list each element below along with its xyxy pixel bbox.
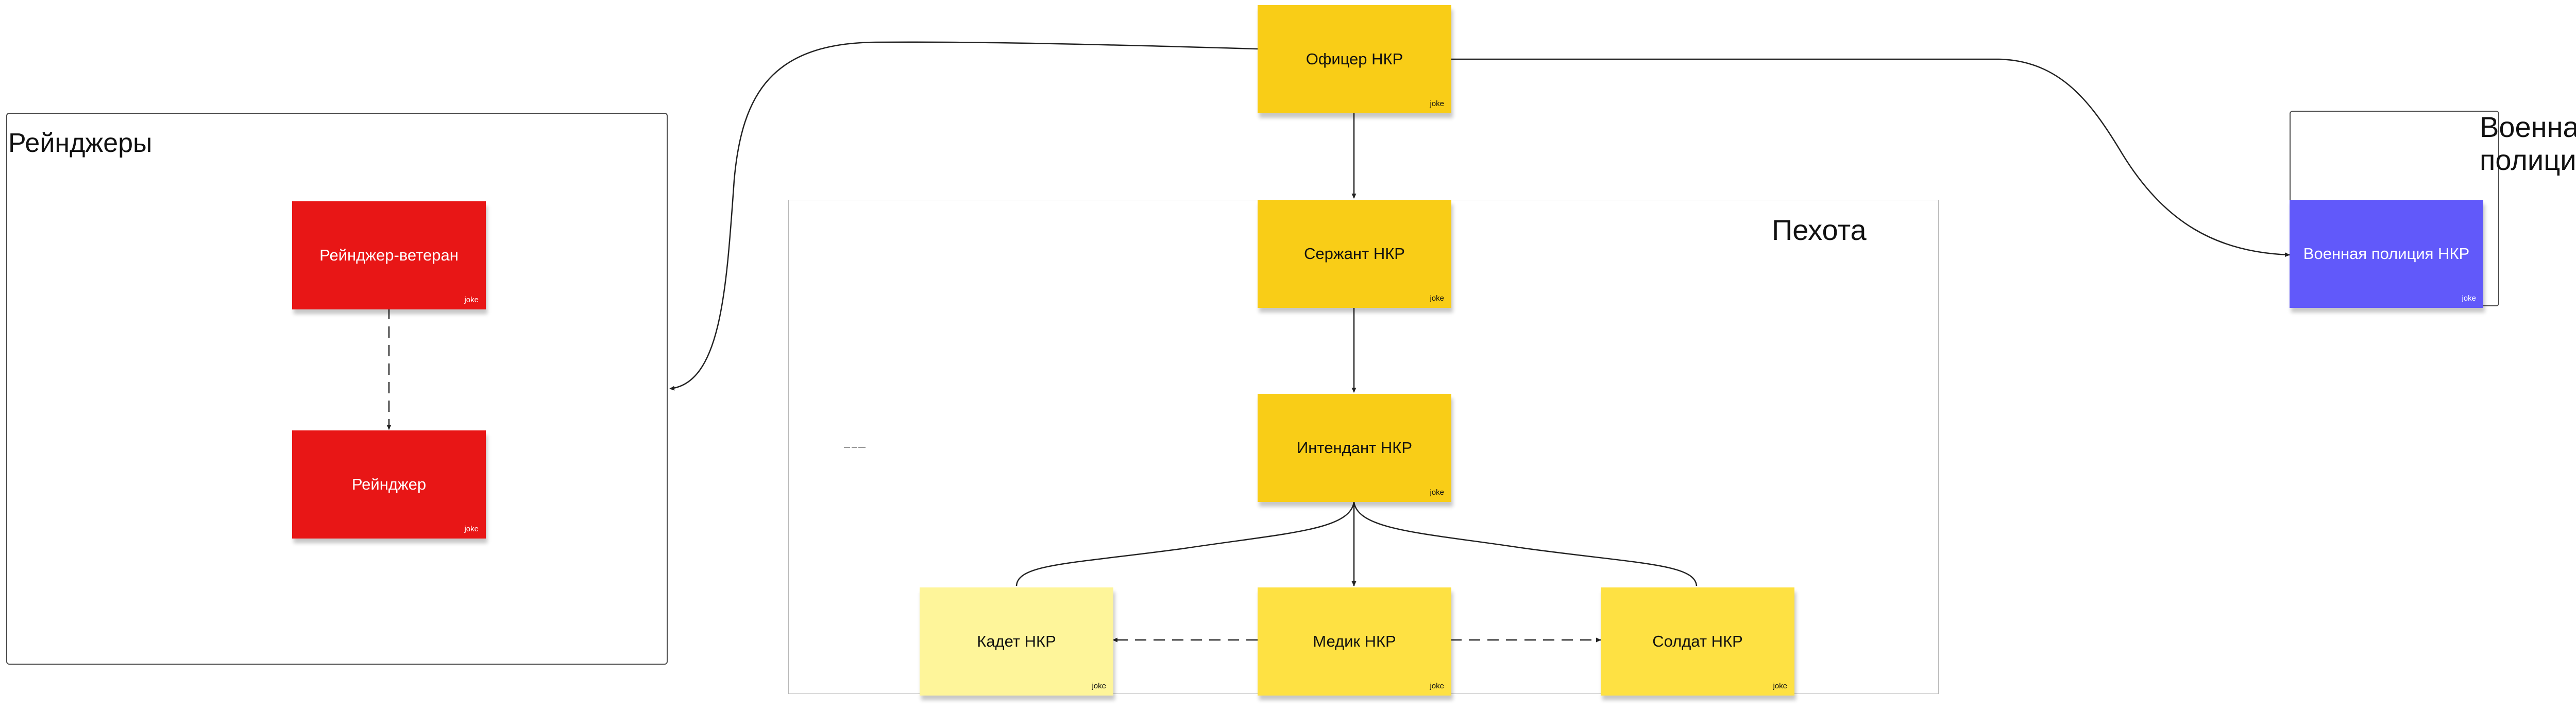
sticky-label: Сержант НКР xyxy=(1304,245,1405,263)
sticky-author: joke xyxy=(464,296,479,304)
sticky-medic[interactable]: Медик НКР joke xyxy=(1258,587,1451,696)
sticky-veteran-ranger[interactable]: Рейнджер-ветеран joke xyxy=(292,201,486,309)
sticky-label: Рейнджер xyxy=(351,475,427,493)
sticky-cadet[interactable]: Кадет НКР joke xyxy=(920,587,1113,696)
frame-title-military-police: Военная полиция xyxy=(2480,111,2576,177)
connector-officer-rangers[interactable] xyxy=(669,41,1258,391)
sticky-label: Солдат НКР xyxy=(1652,632,1743,650)
sticky-sergeant[interactable]: Сержант НКР joke xyxy=(1258,200,1451,308)
sticky-ranger[interactable]: Рейнджер joke xyxy=(292,430,486,539)
sticky-label: Кадет НКР xyxy=(977,632,1056,650)
sticky-author: joke xyxy=(1430,488,1444,497)
sticky-soldier[interactable]: Солдат НКР joke xyxy=(1601,587,1794,696)
connector-officer-mp[interactable] xyxy=(1450,58,2290,257)
sticky-author: joke xyxy=(1430,682,1444,690)
sticky-officer[interactable]: Офицер НКР joke xyxy=(1258,5,1451,113)
connector-quartermaster-soldier[interactable] xyxy=(1353,501,1698,586)
sticky-author: joke xyxy=(1773,682,1787,690)
connector-quartermaster-cadet[interactable] xyxy=(1015,501,1355,586)
sticky-label: Офицер НКР xyxy=(1306,50,1403,68)
sticky-author: joke xyxy=(464,525,479,533)
sticky-quartermaster[interactable]: Интендант НКР joke xyxy=(1258,394,1451,502)
sticky-label: Медик НКР xyxy=(1313,632,1396,650)
sticky-author: joke xyxy=(1430,294,1444,303)
sticky-author: joke xyxy=(2462,294,2476,303)
sticky-label: Интендант НКР xyxy=(1297,439,1412,457)
frame-title-infantry: Пехота xyxy=(1772,214,1867,246)
frame-title-rangers: Рейнджеры xyxy=(8,128,152,158)
sticky-military-police[interactable]: Военная полиция НКР joke xyxy=(2290,200,2483,308)
sticky-author: joke xyxy=(1092,682,1106,690)
sticky-label: Рейнджер-ветеран xyxy=(319,246,459,264)
sticky-label: Военная полиция НКР xyxy=(2303,245,2470,263)
sticky-author: joke xyxy=(1430,99,1444,108)
tiny-text-fragment xyxy=(844,443,871,448)
